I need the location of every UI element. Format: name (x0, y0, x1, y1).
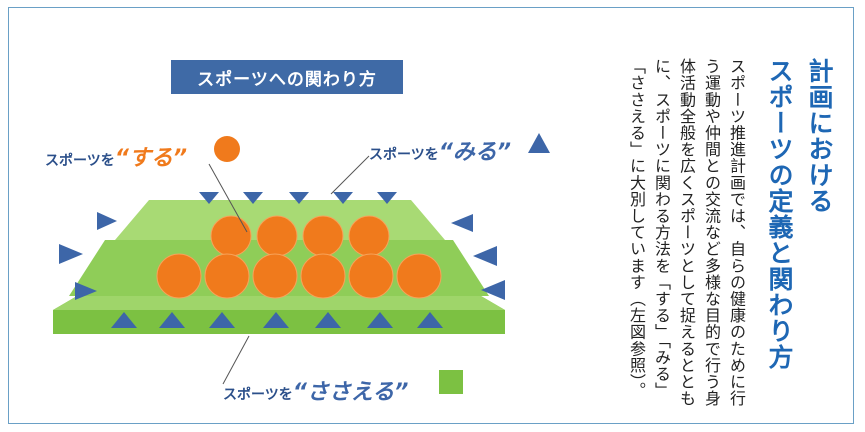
label-sasaeru-word: “ささえる” (292, 380, 409, 405)
label-miru-word: “みる” (438, 140, 512, 165)
pyramid-illustration (53, 155, 505, 385)
article-body: スポーツ推進計画では、自らの健康のために行う運動や仲間との交流など多様な目的で行… (627, 58, 746, 407)
label-sasaeru: スポーツを“ささえる” (223, 374, 408, 406)
label-miru-prefix: スポーツを (369, 147, 439, 163)
label-suru-word: “する” (114, 146, 188, 171)
label-suru: スポーツを“する” (45, 140, 187, 172)
bottom-triangles (111, 312, 443, 328)
article-heading: 計画における スポーツの定義と関わり方 (759, 58, 839, 418)
top-triangles (199, 192, 397, 204)
heading-line-1: 計画における (805, 58, 834, 214)
blue-triangle-icon (528, 133, 550, 153)
sports-involvement-diagram: スポーツへの関わり方 スポーツを“する” スポーツを“みる” スポーツを“ささえ… (19, 44, 550, 414)
label-miru: スポーツを“みる” (369, 134, 511, 166)
orange-circles (156, 215, 442, 299)
green-square-icon (439, 370, 463, 394)
pointer-lines (208, 155, 370, 385)
label-suru-prefix: スポーツを (45, 153, 115, 169)
right-triangles (451, 214, 505, 300)
content-frame: スポーツへの関わり方 スポーツを“する” スポーツを“みる” スポーツを“ささえ… (8, 7, 854, 424)
heading-line-2: スポーツの定義と関わり方 (765, 58, 794, 370)
left-triangles (59, 212, 117, 300)
label-sasaeru-prefix: スポーツを (223, 387, 293, 403)
orange-circle-icon (214, 136, 240, 162)
diagram-title: スポーツへの関わり方 (171, 60, 403, 94)
